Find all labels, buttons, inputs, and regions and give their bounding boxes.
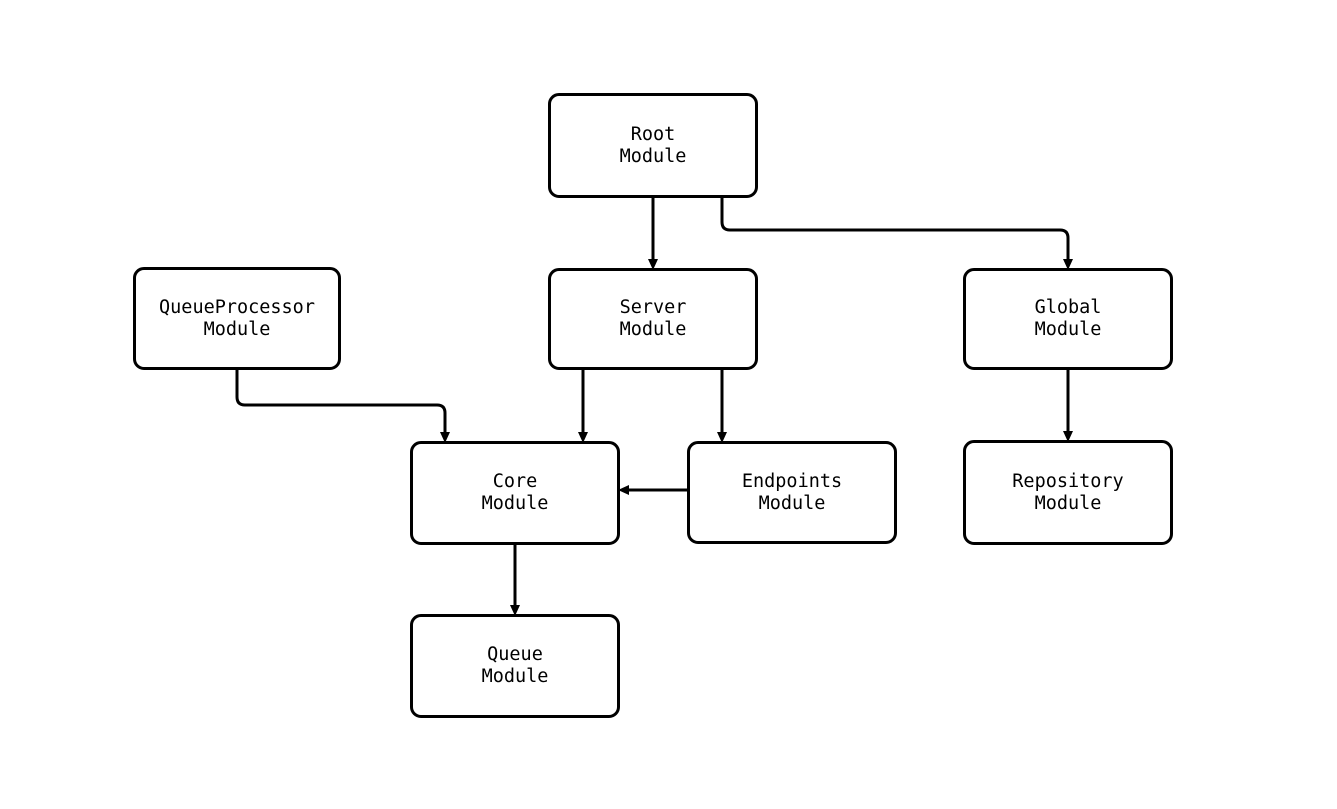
edge-root-to-global [720, 198, 1073, 270]
node-core-module-line1: Core [492, 471, 538, 492]
node-root-module-line1: Root [630, 123, 676, 145]
node-global-module-line2: Module [1034, 319, 1102, 340]
node-core-module[interactable]: Core Module [410, 441, 620, 545]
node-queueprocessor-module-line2: Module [203, 318, 271, 340]
edges-group [235, 198, 1073, 616]
node-endpoints-module[interactable]: Endpoints Module [687, 441, 897, 544]
node-root-module-line2: Module [619, 145, 687, 167]
edge-queueprocessor-to-core [235, 370, 450, 443]
node-repository-module-line2: Module [1034, 492, 1102, 514]
node-root-module[interactable]: Root Module [548, 93, 758, 198]
node-queueprocessor-module[interactable]: QueueProcessor Module [133, 267, 341, 370]
node-queueprocessor-module-line1: QueueProcessor [159, 296, 315, 318]
node-queue-module-line2: Module [481, 666, 549, 687]
node-endpoints-module-line2: Module [758, 492, 826, 514]
node-repository-module[interactable]: Repository Module [963, 440, 1173, 545]
node-queue-module-line1: Queue [487, 644, 543, 665]
node-global-module[interactable]: Global Module [963, 268, 1173, 370]
node-queue-module[interactable]: Queue Module [410, 614, 620, 718]
node-server-module-line2: Module [619, 319, 687, 340]
node-server-module-line1: Server [619, 297, 687, 318]
node-server-module[interactable]: Server Module [548, 268, 758, 370]
node-global-module-line1: Global [1034, 297, 1102, 318]
node-repository-module-line1: Repository [1012, 470, 1124, 492]
node-core-module-line2: Module [481, 493, 549, 514]
node-endpoints-module-line1: Endpoints [741, 470, 843, 492]
